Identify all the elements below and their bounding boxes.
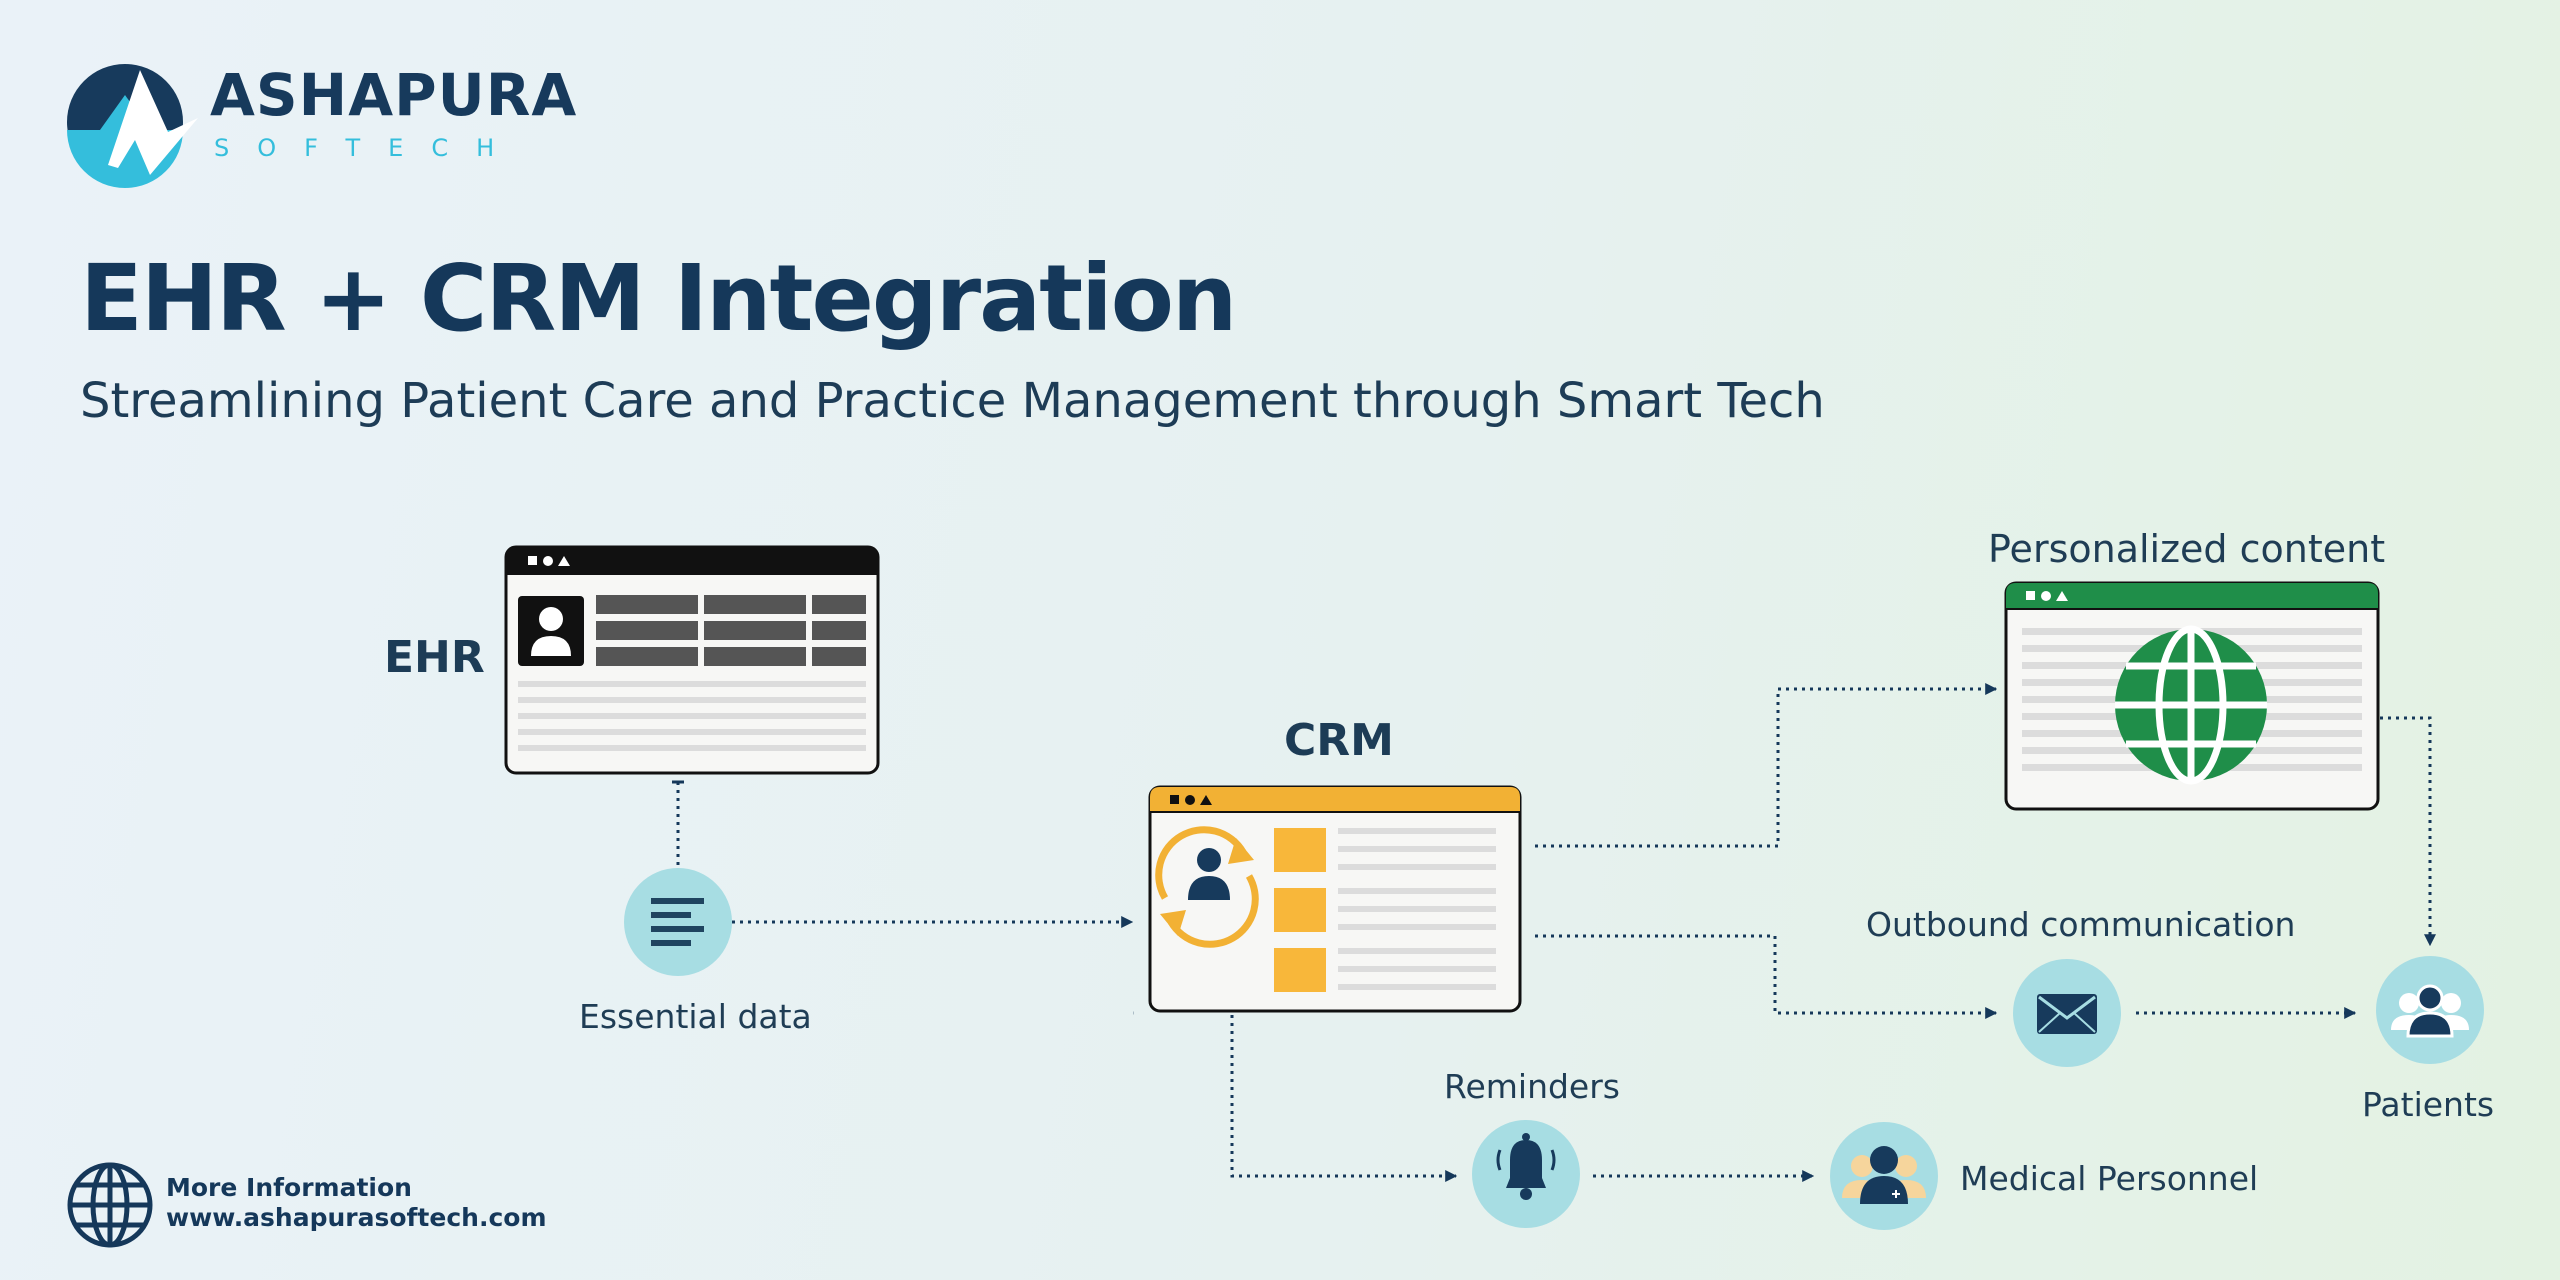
crm-window bbox=[1148, 785, 1522, 1013]
essential-data-label: Essential data bbox=[579, 997, 812, 1036]
reminders-label: Reminders bbox=[1444, 1067, 1620, 1106]
patients-label: Patients bbox=[2362, 1085, 2495, 1124]
sync-user-icon bbox=[1155, 826, 1259, 948]
brand-tagline: SOFTECH bbox=[214, 134, 523, 162]
page-title: EHR + CRM Integration bbox=[80, 245, 1237, 352]
outbound-communication-label: Outbound communication bbox=[1866, 905, 2296, 944]
ehr-window bbox=[504, 545, 880, 775]
footer-heading: More Information bbox=[166, 1173, 412, 1202]
connectors bbox=[676, 683, 2436, 1182]
brand-name: ASHAPURA bbox=[210, 61, 578, 129]
ashapura-logo-icon bbox=[67, 64, 198, 188]
connector-crm-to-reminders bbox=[1230, 1015, 1458, 1182]
patients-icon bbox=[2376, 956, 2484, 1064]
medical-personnel-label: Medical Personnel bbox=[1960, 1159, 2259, 1198]
connector-crm-to-personalized-content bbox=[1535, 683, 1998, 848]
footer-globe-icon bbox=[67, 1162, 153, 1248]
medical-personnel-icon bbox=[1830, 1122, 1938, 1230]
page-subtitle: Streamlining Patient Care and Practice M… bbox=[80, 373, 1825, 429]
bell-icon bbox=[1472, 1120, 1580, 1228]
footer-url[interactable]: www.ashapurasoftech.com bbox=[166, 1203, 547, 1232]
document-icon bbox=[624, 868, 732, 976]
personalized-content-label: Personalized content bbox=[1988, 527, 2386, 571]
personalized-content-window bbox=[2004, 581, 2380, 811]
globe-icon bbox=[2115, 625, 2267, 785]
ehr-label: EHR bbox=[384, 632, 485, 683]
mail-icon bbox=[2013, 959, 2121, 1067]
connector-content-to-patients bbox=[2380, 716, 2436, 947]
connector-crm-to-outbound bbox=[1535, 934, 1998, 1019]
crm-label: CRM bbox=[1284, 715, 1394, 766]
